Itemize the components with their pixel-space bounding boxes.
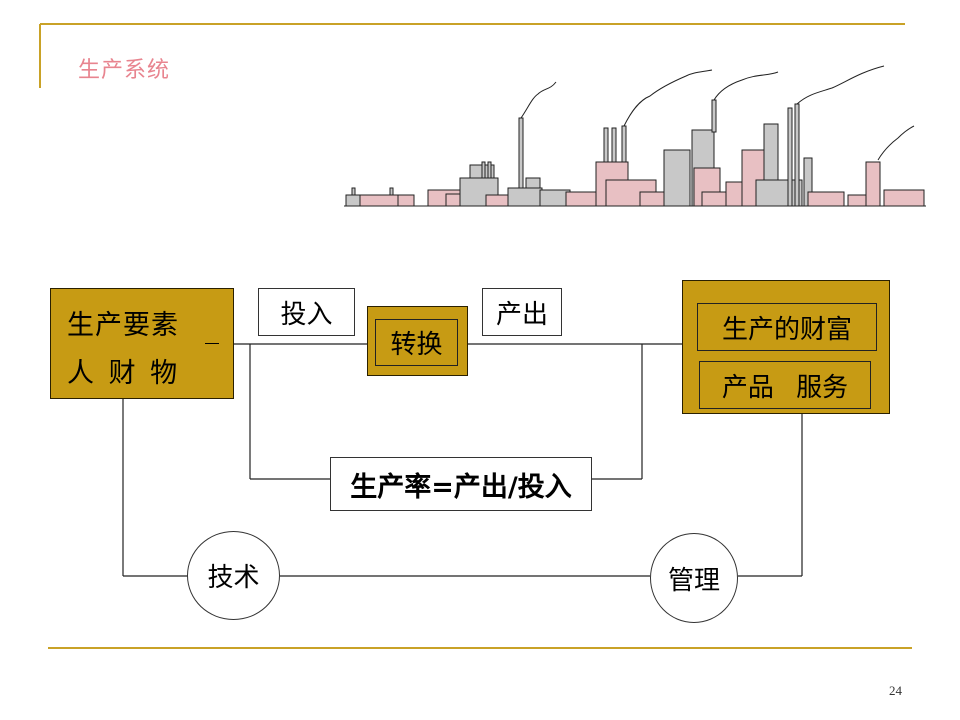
- transform-box: 转换: [367, 306, 468, 376]
- produced-wealth-label: 生产的财富: [721, 314, 852, 345]
- input-label: 投入: [280, 299, 333, 330]
- management-circle: 管理: [650, 533, 738, 623]
- factory-skyline-illustration: [344, 65, 926, 207]
- productivity-formula: 生产率=产出/投入: [350, 471, 572, 503]
- transform-label: 转换: [390, 330, 443, 360]
- products-frame: 产品 服务: [699, 361, 871, 409]
- slide-title: 生产系统: [78, 58, 171, 83]
- productivity-formula-box: 生产率=产出/投入: [330, 457, 592, 511]
- technology-label: 技术: [207, 563, 260, 593]
- label-dash: [205, 343, 219, 344]
- management-label: 管理: [667, 565, 720, 596]
- output-results-box: 生产的财富 产品 服务: [682, 280, 890, 414]
- products-services-label: 产品 服务: [721, 372, 849, 403]
- output-label: 产出: [495, 299, 548, 330]
- input-label-box: 投入: [258, 288, 355, 336]
- production-factors-box: 生产要素 人 财 物: [50, 288, 234, 399]
- wealth-frame: 生产的财富: [697, 303, 877, 351]
- flow-connectors: [122, 343, 803, 577]
- transform-inner-frame: 转换: [375, 319, 458, 366]
- technology-circle: 技术: [187, 531, 280, 620]
- output-label-box: 产出: [482, 288, 562, 336]
- people-money-goods-label: 人 财 物: [67, 358, 181, 389]
- page-number: 24: [889, 683, 902, 698]
- production-factors-label: 生产要素: [67, 310, 179, 341]
